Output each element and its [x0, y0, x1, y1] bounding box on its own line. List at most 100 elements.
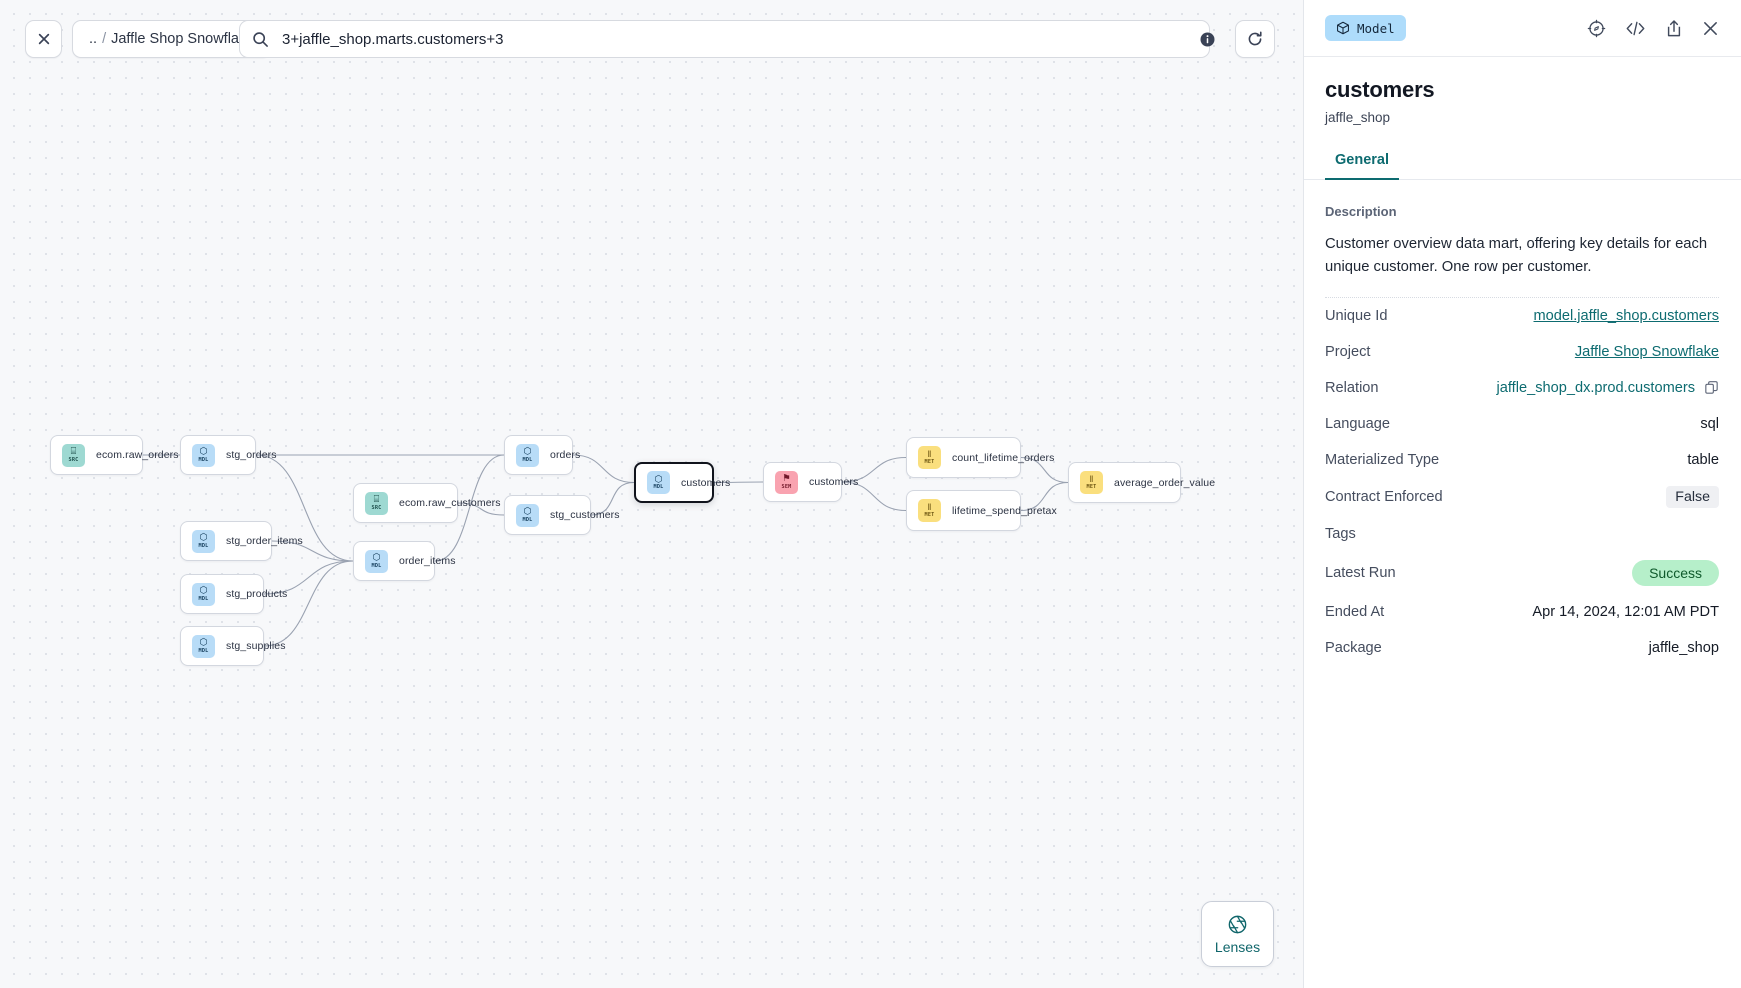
search-bar[interactable] [239, 20, 1210, 58]
graph-node-label: stg_orders [226, 449, 277, 461]
graph-node-count_lifetime_orders[interactable]: ‖MET count_lifetime_orders [906, 437, 1054, 478]
panel-tabs: General [1304, 152, 1741, 180]
property-row: Language sql [1325, 406, 1719, 442]
graph-node-label: customers [681, 476, 731, 489]
graph-node-average_order_value[interactable]: ‖MET average_order_value [1068, 462, 1215, 503]
breadcrumb-prefix: .. [89, 31, 98, 47]
tab-general[interactable]: General [1325, 152, 1399, 180]
search-input[interactable] [272, 30, 1197, 48]
property-row: Latest Run Success [1325, 552, 1719, 594]
search-icon [252, 29, 272, 49]
mdl-badge-icon: ⬡MDL [192, 529, 215, 553]
graph-node-stg_customers[interactable]: ⬡MDL stg_customers [504, 495, 619, 535]
panel-actions [1587, 19, 1719, 38]
mdl-badge-icon: ⬡MDL [516, 503, 539, 527]
breadcrumb-separator: / [102, 31, 107, 47]
met-badge-icon: ‖MET [918, 499, 941, 522]
graph-node-stg_products[interactable]: ⬡MDL stg_products [180, 574, 287, 614]
entity-type-label: Model [1357, 20, 1395, 36]
mdl-badge-icon: ⬡MDL [516, 443, 539, 467]
graph-node-label: lifetime_spend_pretax [952, 504, 1057, 517]
lenses-label: Lenses [1214, 938, 1261, 955]
property-key: Project [1325, 343, 1371, 360]
page-title: customers [1325, 77, 1435, 102]
graph-edge [263, 560, 354, 647]
info-button[interactable] [1192, 20, 1222, 58]
src-badge-icon: ⌸SRC [62, 443, 85, 467]
property-value: Success [1632, 559, 1719, 586]
graph-node-label: ecom.raw_customers [399, 497, 501, 509]
property-key: Latest Run [1325, 564, 1396, 581]
graph-node-ecom_raw_orders[interactable]: ⌸SRC ecom.raw_orders [50, 435, 179, 475]
copy-icon[interactable] [1704, 380, 1719, 395]
src-badge-icon: ⌸SRC [365, 491, 388, 515]
graph-node-label: order_items [399, 555, 456, 567]
panel-body: Description Customer overview data mart,… [1304, 180, 1741, 988]
cube-icon [1337, 21, 1349, 35]
graph-node-stg_orders[interactable]: ⬡MDL stg_orders [180, 435, 277, 475]
property-key: Relation [1325, 379, 1379, 396]
panel-toolbar: Model [1304, 0, 1741, 57]
graph-node-label: customers [809, 476, 859, 488]
description-label: Description [1325, 204, 1397, 219]
close-lineage-button[interactable] [25, 20, 62, 58]
breadcrumb[interactable]: .. / Jaffle Shop Snowflake [72, 20, 272, 58]
property-value: model.jaffle_shop.customers [1534, 308, 1720, 324]
property-value: Jaffle Shop Snowflake [1575, 344, 1719, 360]
property-link[interactable]: jaffle_shop_dx.prod.customers [1496, 379, 1695, 396]
entity-type-badge: Model [1325, 15, 1406, 41]
detail-panel: Model [1303, 0, 1741, 988]
close-panel-icon[interactable] [1702, 20, 1719, 37]
graph-node-label: orders [550, 449, 581, 461]
property-key: Tags [1325, 525, 1356, 542]
property-value: sql [1700, 415, 1719, 432]
aperture-icon [1228, 915, 1247, 933]
refresh-icon [1248, 31, 1262, 46]
focus-icon[interactable] [1587, 19, 1606, 38]
graph-node-label: average_order_value [1114, 476, 1216, 489]
mdl-badge-icon: ⬡MDL [192, 582, 215, 606]
graph-node-label: ecom.raw_orders [96, 449, 179, 461]
status-badge: False [1666, 485, 1719, 508]
property-link[interactable]: Jaffle Shop Snowflake [1574, 343, 1719, 360]
property-row: Ended At Apr 14, 2024, 12:01 AM PDT [1325, 594, 1719, 630]
graph-node-ecom_raw_customers[interactable]: ⌸SRC ecom.raw_customers [353, 483, 500, 523]
property-row: Contract Enforced False [1325, 478, 1719, 516]
close-icon [38, 33, 49, 45]
panel-header: customers jaffle_shop [1304, 57, 1741, 125]
code-icon[interactable] [1625, 19, 1646, 38]
property-value: Apr 14, 2024, 12:01 AM PDT [1532, 603, 1719, 620]
property-value: jaffle_shop_dx.prod.customers [1497, 380, 1719, 396]
graph-node-orders[interactable]: ⬡MDL orders [504, 435, 580, 475]
entity-subtitle: jaffle_shop [1325, 110, 1391, 125]
property-key: Language [1325, 415, 1390, 432]
property-value: table [1687, 451, 1719, 468]
graph-edge [572, 454, 635, 484]
share-icon[interactable] [1665, 19, 1683, 38]
property-key: Ended At [1325, 603, 1385, 620]
graph-node-label: stg_customers [550, 509, 620, 521]
property-value: False [1666, 485, 1719, 508]
property-key: Contract Enforced [1325, 488, 1443, 505]
mdl-badge-icon: ⬡MDL [192, 443, 215, 467]
refresh-button[interactable] [1235, 20, 1275, 58]
info-icon [1200, 32, 1214, 46]
lenses-button[interactable]: Lenses [1201, 901, 1274, 967]
graph-node-label: count_lifetime_orders [952, 451, 1055, 464]
property-link[interactable]: model.jaffle_shop.customers [1533, 307, 1720, 324]
met-badge-icon: ‖MET [1080, 471, 1103, 494]
graph-node-lifetime_spend_pretax[interactable]: ‖MET lifetime_spend_pretax [906, 490, 1057, 531]
description-text: Customer overview data mart, offering ke… [1325, 233, 1719, 298]
graph-node-label: stg_products [226, 588, 288, 600]
met-badge-icon: ‖MET [918, 446, 941, 469]
